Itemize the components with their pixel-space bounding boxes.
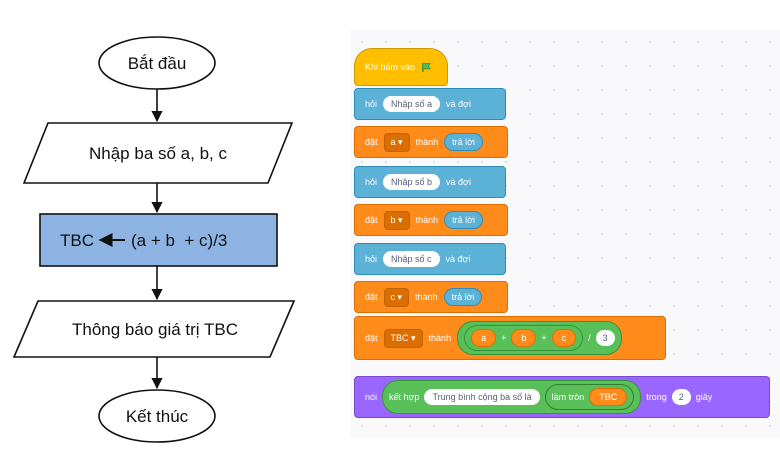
- flowchart: Bắt đầu Nhập ba số a, b, c TBC (a + b + …: [12, 36, 296, 443]
- variable-reporter-a[interactable]: a: [471, 329, 497, 347]
- divide-sign: /: [588, 333, 591, 343]
- ask-label: hỏi: [365, 254, 378, 264]
- end-label: Kết thúc: [126, 407, 189, 426]
- ask-prompt-input[interactable]: Nhập số c: [383, 251, 440, 267]
- seconds-unit-label: giây: [695, 392, 713, 402]
- set-label: đặt: [365, 215, 378, 225]
- variable-dropdown[interactable]: TBC ▾: [383, 328, 423, 348]
- set-mid-label: thành: [415, 137, 439, 147]
- set-label: đặt: [365, 137, 378, 147]
- ask-suffix: và đợi: [446, 177, 471, 187]
- ask-prompt-input[interactable]: Nhập số a: [383, 96, 441, 112]
- variable-reporter-tbc[interactable]: TBC: [589, 388, 628, 406]
- seconds-input[interactable]: 2: [671, 389, 691, 405]
- green-flag-icon: [422, 62, 431, 72]
- set-mid-label: thành: [415, 292, 438, 302]
- ask-and-wait-block[interactable]: hỏi Nhập số a và đợi: [354, 88, 506, 120]
- plus-sign: +: [501, 333, 507, 343]
- set-label: đặt: [365, 333, 378, 343]
- input-label: Nhập ba số a, b, c: [89, 144, 227, 163]
- process-box: [39, 213, 278, 267]
- variable-name: TBC: [390, 332, 409, 343]
- set-variable-block[interactable]: đặt a ▾ thành trả lời: [354, 126, 508, 158]
- output-label: Thông báo giá trị TBC: [72, 320, 238, 339]
- divisor-input[interactable]: 3: [595, 330, 615, 346]
- input-parallelogram: [22, 122, 294, 184]
- variable-name: a: [390, 136, 396, 147]
- scratch-code-area: Khi bấm vào hỏi Nhập số a và đợi đặt a ▾…: [350, 30, 780, 438]
- ask-and-wait-block[interactable]: hỏi Nhập số b và đợi: [354, 166, 506, 198]
- say-in-label: trong: [646, 392, 667, 402]
- set-variable-block[interactable]: đặt b ▾ thành trả lời: [354, 204, 508, 236]
- join-operator[interactable]: kết hợp Trung bình cộng ba số là làm trò…: [382, 380, 642, 414]
- variable-reporter-c[interactable]: c: [551, 329, 577, 347]
- variable-dropdown[interactable]: b ▾: [383, 210, 410, 230]
- variable-name: b: [390, 214, 396, 225]
- start-label: Bắt đầu: [128, 54, 187, 73]
- say-for-secs-block[interactable]: nói kết hợp Trung bình cộng ba số là làm…: [354, 376, 770, 418]
- answer-reporter[interactable]: trả lời: [444, 211, 483, 229]
- answer-reporter[interactable]: trả lời: [444, 133, 483, 151]
- set-variable-block[interactable]: đặt c ▾ thành trả lời: [354, 281, 508, 313]
- output-parallelogram: [12, 300, 296, 358]
- ask-suffix: và đợi: [446, 99, 471, 109]
- variable-reporter-b[interactable]: b: [511, 329, 537, 347]
- hat-label: Khi bấm vào: [365, 62, 416, 72]
- ask-prompt-input[interactable]: Nhập số b: [383, 174, 441, 190]
- set-mid-label: thành: [415, 215, 439, 225]
- variable-dropdown[interactable]: a ▾: [383, 132, 410, 152]
- round-operator[interactable]: làm tròn TBC: [544, 384, 635, 410]
- when-flag-clicked-block[interactable]: Khi bấm vào: [354, 48, 448, 86]
- divide-operator[interactable]: a + b + c / 3: [457, 321, 622, 355]
- process-expression-label: (a + b + c)/3: [131, 231, 227, 250]
- answer-reporter[interactable]: trả lời: [443, 288, 483, 306]
- set-tbc-block[interactable]: đặt TBC ▾ thành a + b + c / 3: [354, 316, 666, 360]
- join-text-input[interactable]: Trung bình cộng ba số là: [424, 389, 540, 405]
- round-label: làm tròn: [551, 392, 585, 402]
- variable-dropdown[interactable]: c ▾: [383, 287, 410, 307]
- sum-operator[interactable]: a + b + c: [464, 325, 584, 351]
- join-label: kết hợp: [389, 392, 420, 402]
- end-terminal: [98, 389, 216, 443]
- plus-sign: +: [541, 333, 547, 343]
- ask-label: hỏi: [365, 177, 378, 187]
- set-label: đặt: [365, 292, 378, 302]
- ask-suffix: và đợi: [445, 254, 471, 264]
- process-target-label: TBC: [60, 231, 94, 250]
- ask-and-wait-block[interactable]: hỏi Nhập số c và đợi: [354, 243, 506, 275]
- say-label: nói: [365, 392, 378, 402]
- variable-name: c: [390, 291, 396, 302]
- set-mid-label: thành: [428, 333, 452, 343]
- ask-label: hỏi: [365, 99, 378, 109]
